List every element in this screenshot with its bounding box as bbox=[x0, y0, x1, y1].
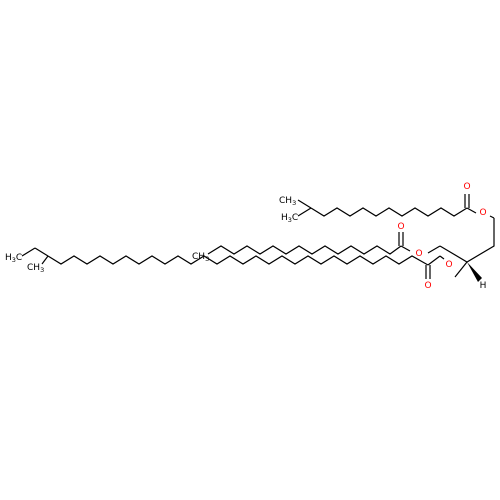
ester3-carbonyl-oxygen: O bbox=[424, 281, 431, 291]
methyl-a2-label: H3C bbox=[281, 213, 298, 224]
ester1-carbonyl-oxygen: O bbox=[463, 182, 470, 192]
chain-c-ethyl-2 bbox=[34, 247, 49, 257]
methyl-c1-label: CH3 bbox=[27, 263, 44, 274]
methyl-c2-label: H3C bbox=[5, 253, 22, 264]
wedge-bond-h bbox=[467, 262, 482, 282]
chain-c-bonds bbox=[47, 255, 429, 266]
methyl-b-label: CH3 bbox=[192, 252, 209, 263]
chain-c-methyl bbox=[41, 255, 49, 265]
bonds bbox=[21, 194, 495, 282]
stereo-hydrogen: H bbox=[480, 281, 487, 291]
methyl-a1-label: CH3 bbox=[279, 196, 296, 207]
glycerol-backbone bbox=[439, 218, 495, 263]
chain-a-c-o bbox=[466, 207, 477, 214]
ester1-ester-oxygen: O bbox=[479, 208, 486, 218]
chain-b-c-o bbox=[400, 245, 411, 252]
chain-c-ethyl bbox=[21, 247, 36, 257]
chain-a-branch-2 bbox=[297, 207, 312, 217]
chain-b-bonds bbox=[207, 245, 402, 255]
chain-a-bonds bbox=[310, 207, 468, 217]
ester2-carbonyl-oxygen: O bbox=[397, 222, 404, 232]
chain-c-c-o bbox=[427, 255, 441, 266]
chain-c-o-ch bbox=[439, 255, 445, 260]
ester-o-a-ch2 bbox=[489, 215, 495, 219]
ester2-ester-oxygen: O bbox=[415, 249, 422, 259]
ester3-ester-oxygen: O bbox=[445, 260, 452, 270]
atom-labels: O O O O O O H CH3 H3C CH3 H3C CH3 bbox=[5, 182, 487, 291]
chain-a-branch-1 bbox=[297, 199, 312, 209]
ch2-ester-o-b bbox=[427, 245, 441, 254]
ch-ester-o-c bbox=[454, 261, 468, 278]
